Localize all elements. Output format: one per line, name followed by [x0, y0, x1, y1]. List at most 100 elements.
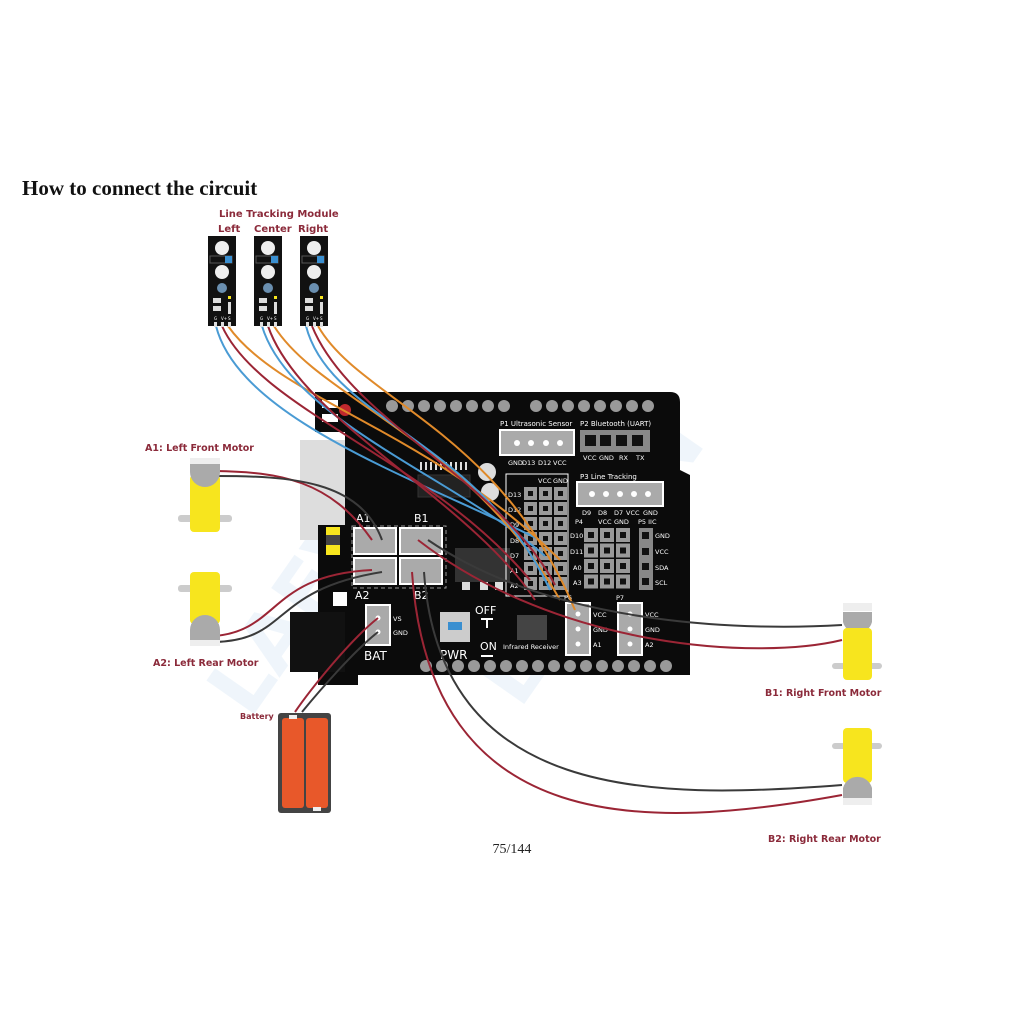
svg-text:Right: Right [298, 224, 328, 235]
grid-pin [604, 532, 610, 538]
sensor-pin [221, 322, 224, 327]
motor-a2: A2: Left Rear Motor [153, 572, 259, 669]
svg-text:B2: Right Rear Motor: B2: Right Rear Motor [768, 834, 881, 845]
sensor-pin-label: V+ [221, 316, 227, 321]
sensor-pin [260, 322, 263, 327]
grid-pin [543, 551, 548, 556]
svg-text:D8: D8 [510, 537, 519, 545]
svg-text:GND: GND [393, 629, 408, 637]
header-pin [610, 400, 622, 412]
grid-pin [543, 506, 548, 511]
svg-text:Line Tracking Module: Line Tracking Module [219, 209, 339, 220]
page-number: 75/144 [492, 842, 532, 857]
infrared-receiver: Infrared Receiver [503, 615, 559, 651]
motor-ports: A1 B1 A2 B2 [351, 512, 447, 602]
grid-pin [543, 521, 548, 526]
grid-pin [604, 578, 610, 585]
svg-text:SDA: SDA [655, 564, 669, 572]
svg-text:D9: D9 [510, 521, 519, 529]
svg-text:A1: A1 [510, 567, 519, 575]
grid-pin [528, 506, 533, 511]
header-pin [466, 400, 478, 412]
motor-b1: B1: Right Front Motor [765, 603, 882, 699]
header-pin [452, 660, 464, 672]
svg-text:A2: A2 [510, 582, 519, 590]
svg-text:D13: D13 [508, 491, 521, 499]
bottom-header-pins [420, 660, 672, 672]
svg-text:P2 Bluetooth (UART): P2 Bluetooth (UART) [580, 420, 651, 428]
svg-text:VCC: VCC [598, 518, 612, 526]
sensor-pin [306, 322, 309, 327]
svg-text:VCC: VCC [553, 459, 567, 467]
sensor-pin-label: S [320, 316, 323, 321]
svg-text:VCC: VCC [645, 611, 659, 619]
header-pin [612, 660, 624, 672]
power-switch[interactable]: PWR [440, 612, 470, 662]
header-pin [484, 660, 496, 672]
p3-line-tracking-connector: P3 Line Tracking D9 D8 D7 VCC GND [576, 473, 664, 517]
header-pin [418, 400, 430, 412]
battery-pack: Battery [240, 712, 331, 813]
grid-pin [620, 532, 626, 538]
header-pin [580, 660, 592, 672]
svg-text:D12: D12 [508, 506, 521, 514]
sensor-pin [274, 322, 277, 327]
p1-ultrasonic-connector: P1 Ultrasonic Sensor GND D13 D12 VCC [499, 420, 575, 467]
svg-text:P6: P6 [564, 594, 572, 602]
svg-text:VS: VS [393, 615, 402, 623]
header-pin [468, 660, 480, 672]
header-pin [564, 660, 576, 672]
header-pin [532, 660, 544, 672]
svg-text:GND: GND [553, 477, 568, 485]
header-pin [596, 660, 608, 672]
svg-text:A3: A3 [573, 579, 582, 587]
sensor-pin-label: S [274, 316, 277, 321]
p4-header: P4 VCC GND D10 D11 A0 A3 [570, 518, 630, 589]
svg-text:ON: ON [480, 640, 497, 653]
svg-text:GND: GND [614, 518, 629, 526]
svg-text:VCC: VCC [538, 477, 552, 485]
header-pin [642, 400, 654, 412]
svg-text:P4: P4 [575, 518, 583, 526]
sensor-pin-label: G [260, 316, 263, 321]
motor-a1: A1: Left Front Motor [145, 443, 254, 532]
svg-text:D10: D10 [570, 532, 583, 540]
grid-pin [558, 491, 563, 496]
grid-pin [588, 532, 594, 538]
header-pin [402, 400, 414, 412]
grid-pin [528, 521, 533, 526]
sensor-pin [313, 322, 316, 327]
line-tracking-module: Line Tracking Module Left Center Right G… [208, 209, 339, 327]
svg-text:D13: D13 [522, 459, 535, 467]
grid-pin [543, 536, 548, 541]
grid-pin [528, 536, 533, 541]
sensor-pin-label: V+ [313, 316, 319, 321]
sensor-pin-label: S [228, 316, 231, 321]
svg-text:Battery: Battery [240, 712, 275, 721]
svg-text:GND: GND [655, 532, 670, 540]
svg-text:D12: D12 [538, 459, 551, 467]
header-pin [498, 400, 510, 412]
svg-text:GND: GND [599, 454, 614, 462]
svg-text:D8: D8 [598, 509, 607, 517]
grid-pin [588, 563, 594, 569]
svg-text:VCC: VCC [655, 548, 669, 556]
svg-text:GND: GND [508, 459, 523, 467]
top-header-pins [386, 400, 654, 412]
svg-text:Infrared Receiver: Infrared Receiver [503, 643, 559, 651]
svg-text:B2: B2 [414, 589, 429, 602]
header-pin [516, 660, 528, 672]
sensor-pin [228, 322, 231, 327]
grid-pin [558, 566, 563, 571]
grid-pin [558, 551, 563, 556]
svg-text:P7: P7 [616, 594, 624, 602]
grid-pin [620, 578, 626, 585]
sensor-pin [267, 322, 270, 327]
grid-pin [620, 547, 626, 554]
grid-pin [558, 536, 563, 541]
page-title: How to connect the circuit [22, 176, 258, 200]
svg-text:BAT: BAT [364, 649, 388, 663]
battery-connector: VS GND BAT [364, 604, 408, 663]
grid-pin [604, 547, 610, 554]
